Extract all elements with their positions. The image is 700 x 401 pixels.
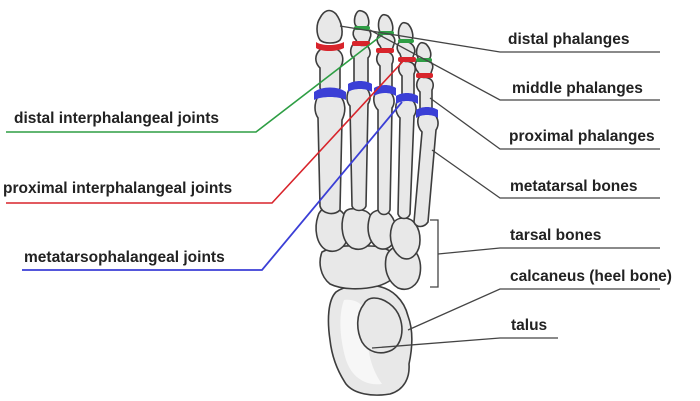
label-metatarsophalangeal-joints: metatarsophalangeal joints — [24, 249, 225, 266]
label-calcaneus: calcaneus (heel bone) — [510, 268, 672, 285]
label-proximal-phalanges: proximal phalanges — [509, 128, 655, 145]
distal-phalanx-2 — [353, 9, 370, 29]
label-middle-phalanges: middle phalanges — [512, 80, 643, 97]
proximal-interphalangeal-leader — [6, 57, 407, 204]
pip-joint-1 — [316, 42, 344, 51]
distal-phalanges-leader — [339, 25, 660, 53]
bone-leaders — [339, 25, 660, 349]
label-distal-phalanges: distal phalanges — [508, 31, 630, 48]
label-metatarsal-bones: metatarsal bones — [510, 178, 638, 195]
middle-phalanges-leader — [369, 29, 660, 101]
pip-joint-2 — [352, 41, 370, 46]
metatarsal-2 — [346, 83, 371, 212]
label-distal-interphalangeal-joints: distal interphalangeal joints — [14, 110, 219, 127]
metatarsal-5 — [413, 109, 439, 228]
mtp-joint-2 — [348, 81, 372, 92]
mtp-joint-1 — [314, 87, 346, 100]
distal-phalanx-1 — [316, 9, 343, 44]
label-talus: talus — [511, 317, 548, 334]
proximal-phalanx-4 — [397, 59, 416, 98]
mtp-joint-5 — [416, 107, 438, 118]
metatarsophalangeal-joints-marks — [314, 81, 438, 118]
dip-joint-4 — [398, 39, 414, 43]
talus-leader — [371, 337, 558, 349]
metatarsal-3 — [373, 87, 395, 216]
distal-phalanx-3 — [377, 13, 394, 35]
tarsal-bones-leader — [437, 247, 660, 255]
mtp-joint-4 — [396, 93, 418, 104]
proximal-phalanx-1 — [315, 46, 344, 94]
tarsal-cap-bone — [389, 217, 421, 260]
proximal-phalanx-3 — [375, 49, 394, 90]
pip-joint-3 — [376, 48, 394, 53]
metatarsal-bones-leader — [431, 149, 660, 199]
label-tarsal-bones: tarsal bones — [510, 227, 602, 244]
proximal-phalanx-5 — [415, 75, 434, 112]
pip-joint-4 — [398, 57, 416, 62]
proximal-phalanx-2 — [349, 41, 371, 86]
metatarsal-4 — [395, 95, 417, 220]
label-proximal-interphalangeal-joints: proximal interphalangeal joints — [3, 180, 233, 197]
distal-phalanx-4 — [397, 21, 414, 43]
proximal-interphalangeal-joints-marks — [316, 41, 433, 78]
distal-interphalangeal-leader — [6, 31, 387, 133]
talus-bone — [356, 297, 403, 354]
distal-phalanx-5 — [415, 41, 432, 61]
metatarsophalangeal-leader — [22, 101, 403, 271]
pip-joint-5 — [416, 73, 433, 78]
tarsal-bones-bracket — [430, 219, 439, 288]
calcaneus-leader — [407, 288, 660, 331]
proximal-phalanges-leader — [429, 97, 660, 150]
